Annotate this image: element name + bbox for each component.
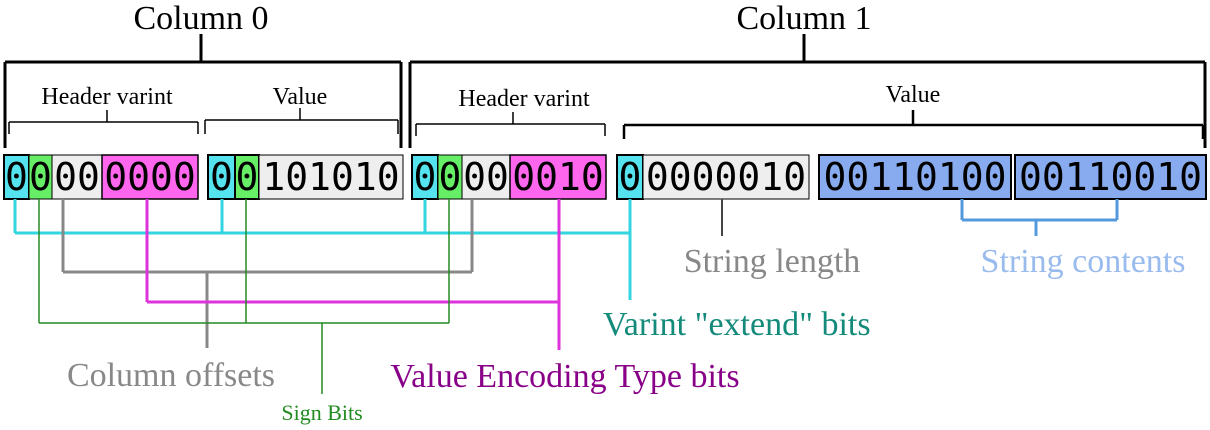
value-encoding-connector	[145, 199, 561, 350]
col0-value-body-bits: 101010	[262, 155, 399, 199]
column-1-header-label: Header varint	[458, 86, 590, 112]
col1-offset-bits-box	[461, 154, 511, 200]
col0-encoding-bits-box	[101, 154, 199, 200]
column-1-header-bracket	[415, 112, 606, 136]
value-encoding-label: Value Encoding Type bits	[390, 358, 739, 395]
col1-string-byte-2-bits: 00110010	[1019, 155, 1202, 199]
column-0-header-bracket	[8, 110, 199, 134]
col0-value-sign-bit-box	[234, 154, 260, 200]
col0-offset-bits: 00	[54, 155, 100, 199]
col0-extend-bit: 0	[5, 155, 28, 199]
varint-extend-label: Varint "extend" bits	[603, 306, 871, 343]
col0-value-sign-bit: 0	[236, 155, 259, 199]
col1-string-length-box	[642, 154, 810, 200]
string-length-label: String length	[684, 243, 861, 280]
column-1-title: Column 1	[736, 0, 871, 37]
col1-value-extend-bit: 0	[619, 155, 642, 199]
column-offsets-label: Column offsets	[67, 357, 275, 394]
column-0-header-label: Header varint	[41, 84, 173, 110]
column-1-value-bracket	[622, 110, 1205, 139]
varint-extend-connector	[13, 199, 632, 300]
column-1-bracket	[408, 34, 1207, 148]
col1-encoding-bits: 0010	[512, 155, 604, 199]
column-0-value-bracket	[204, 108, 399, 134]
column-1-value-label: Value	[886, 82, 941, 108]
col1-string-byte-1-box	[818, 154, 1012, 200]
col1-sign-bit: 0	[439, 155, 462, 199]
col1-sign-bit-box	[437, 154, 463, 200]
column-0-title: Column 0	[133, 0, 268, 37]
sign-bits-connector	[38, 199, 450, 394]
col0-extend-bit-box	[3, 154, 30, 200]
string-contents-label: String contents	[981, 243, 1186, 280]
bit-row: 0 0 00 0000 0 0 101010 0 0 00 0010 0 000…	[3, 154, 1207, 200]
column-offsets-connector	[61, 199, 474, 348]
col1-string-byte-1-bits: 00110100	[823, 155, 1006, 199]
col1-string-length-bits: 0000010	[646, 155, 806, 199]
col0-value-extend-bit: 0	[210, 155, 233, 199]
col1-offset-bits: 00	[463, 155, 509, 199]
column-0-value-label: Value	[273, 84, 328, 110]
sign-bits-label: Sign Bits	[281, 400, 362, 425]
col0-sign-bit: 0	[29, 155, 52, 199]
col1-string-byte-2-box	[1014, 154, 1207, 200]
col0-encoding-bits: 0000	[104, 155, 196, 199]
column-0-bracket	[3, 34, 403, 148]
string-contents-bracket	[960, 199, 1119, 236]
col0-value-body-box	[258, 154, 404, 200]
col1-extend-bit: 0	[414, 155, 437, 199]
